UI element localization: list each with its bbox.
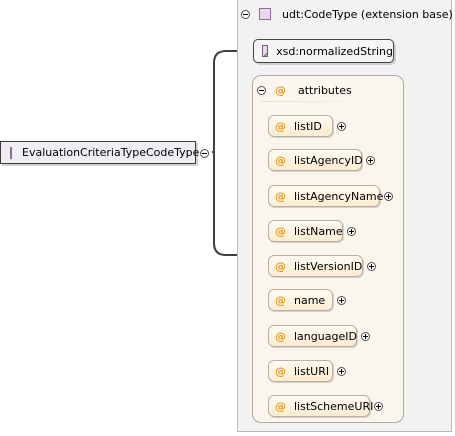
expand-attribute-icon[interactable] [366, 155, 375, 165]
simple-type-icon [262, 45, 269, 57]
attribute-name: listVersionID [294, 259, 363, 273]
complex-type-icon [259, 8, 271, 20]
attribute-row[interactable]: @ listID [268, 115, 346, 137]
complex-type-icon [10, 146, 12, 159]
attribute-name: listAgencyID [294, 153, 363, 167]
simple-type-node[interactable]: xsd:normalizedString [253, 39, 394, 63]
attributes-label: attributes [298, 83, 352, 97]
attribute-icon: @ [275, 153, 286, 167]
expand-attribute-icon[interactable] [337, 121, 346, 131]
attributes-header-divider [262, 101, 367, 102]
attribute-group-icon: @ [275, 83, 286, 97]
expand-attribute-icon[interactable] [367, 261, 376, 271]
attribute-node[interactable]: @ listName [268, 220, 343, 242]
attribute-name: listID [294, 119, 322, 133]
expand-attribute-icon[interactable] [361, 331, 370, 341]
attribute-node[interactable]: @ listID [268, 115, 333, 137]
expand-attribute-icon[interactable] [384, 191, 393, 201]
attribute-node[interactable]: @ languageID [268, 325, 357, 347]
attribute-row[interactable]: @ listVersionID [268, 255, 376, 277]
expand-attribute-icon[interactable] [374, 401, 383, 411]
attribute-row[interactable]: @ listURI [268, 360, 346, 382]
expand-attribute-icon[interactable] [347, 226, 356, 236]
attribute-name: name [294, 293, 326, 307]
attribute-icon: @ [275, 293, 286, 307]
attribute-node[interactable]: @ listSchemeURI [268, 395, 374, 417]
extension-base-label: udt:CodeType (extension base) [282, 7, 453, 21]
collapse-attributes-icon[interactable] [257, 85, 266, 95]
expand-attribute-icon[interactable] [337, 295, 346, 305]
attributes-header: @ attributes [257, 82, 352, 98]
attribute-icon: @ [275, 399, 286, 413]
expand-attribute-icon[interactable] [337, 366, 346, 376]
attribute-name: listAgencyName [294, 189, 384, 203]
attribute-row[interactable]: @ listAgencyName [268, 185, 393, 207]
attribute-icon: @ [275, 119, 286, 133]
attribute-row[interactable]: @ listSchemeURI [268, 395, 383, 417]
attribute-row[interactable]: @ listAgencyID [268, 149, 375, 171]
attribute-node[interactable]: @ name [268, 289, 333, 311]
simple-type-label: xsd:normalizedString [276, 44, 393, 58]
attribute-node[interactable]: @ listAgencyID [268, 149, 363, 171]
extension-base-header: udt:CodeType (extension base) [241, 5, 453, 23]
attribute-row[interactable]: @ languageID [268, 325, 370, 347]
attribute-name: listSchemeURI [294, 399, 374, 413]
attribute-node[interactable]: @ listAgencyName [268, 185, 384, 207]
attribute-node[interactable]: @ listURI [268, 360, 333, 382]
element-node[interactable]: EvaluationCriteriaTypeCodeType [0, 141, 200, 164]
attribute-name: listName [294, 224, 343, 238]
collapse-element-icon[interactable] [200, 149, 209, 158]
attribute-icon: @ [275, 259, 286, 273]
attribute-row[interactable]: @ name [268, 289, 346, 311]
attribute-name: languageID [294, 329, 357, 343]
attribute-icon: @ [275, 189, 286, 203]
attribute-name: listURI [294, 364, 330, 378]
attribute-row[interactable]: @ listName [268, 220, 356, 242]
attribute-icon: @ [275, 224, 286, 238]
collapse-extension-icon[interactable] [241, 9, 250, 19]
attribute-icon: @ [275, 329, 286, 343]
element-name: EvaluationCriteriaTypeCodeType [22, 146, 200, 159]
attribute-icon: @ [275, 364, 286, 378]
attribute-node[interactable]: @ listVersionID [268, 255, 363, 277]
